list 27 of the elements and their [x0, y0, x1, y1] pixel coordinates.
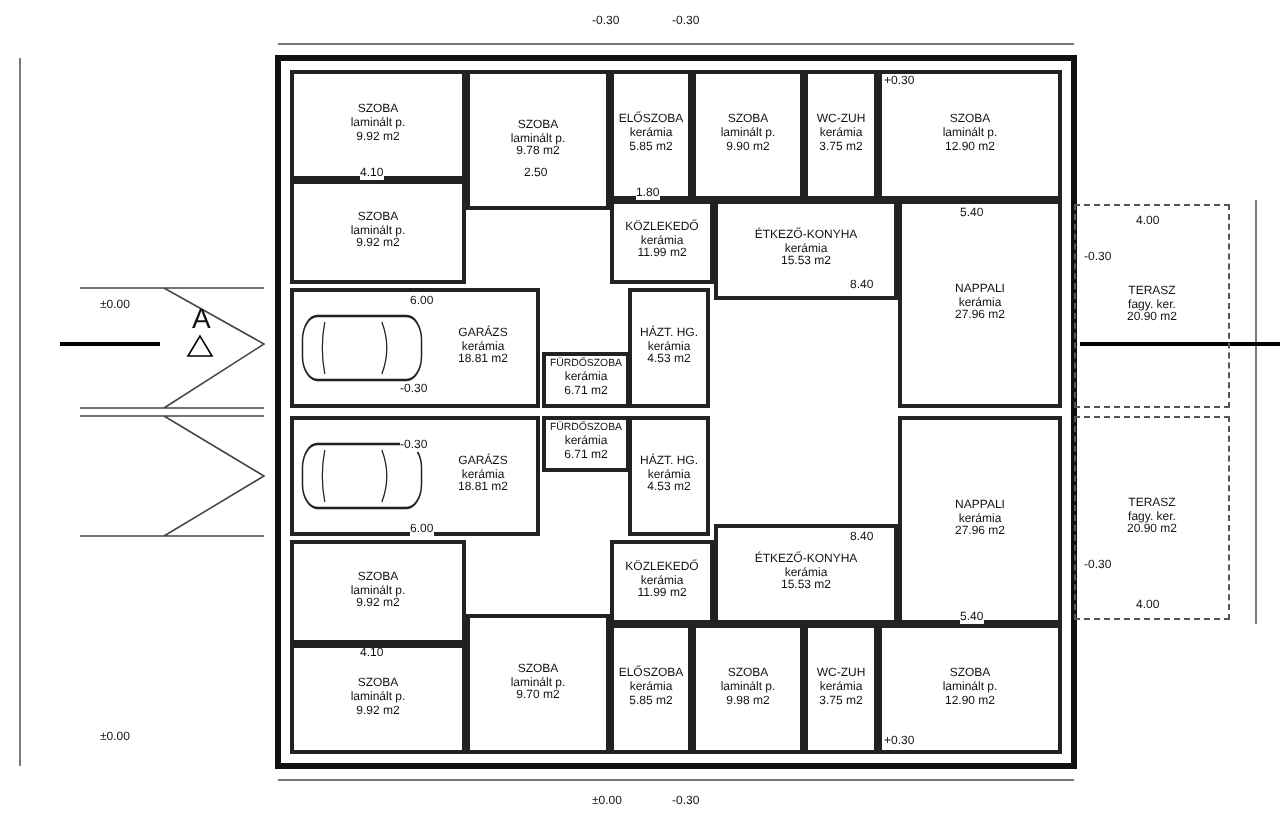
room-outline	[542, 352, 630, 408]
room-outline	[804, 624, 878, 754]
room-outline	[466, 70, 610, 210]
room-outline	[628, 416, 710, 536]
room-outline	[804, 70, 878, 200]
room-outline	[610, 540, 714, 624]
room-outline	[542, 416, 630, 472]
room-outline	[290, 644, 466, 754]
room-outline	[878, 70, 1062, 200]
room-outline	[290, 70, 466, 180]
room-outline	[898, 416, 1062, 624]
room-outline	[290, 540, 466, 644]
room-outline	[898, 200, 1062, 408]
room-outline	[610, 200, 714, 284]
room-outline	[290, 416, 540, 536]
room-outline	[466, 614, 610, 754]
room-outline	[610, 70, 692, 200]
section-mark: A	[192, 304, 211, 332]
room-outline	[628, 288, 710, 408]
room-outline	[692, 70, 804, 200]
room-outline	[610, 624, 692, 754]
room-outline	[878, 624, 1062, 754]
room-outline	[714, 524, 898, 624]
room-outline	[714, 200, 898, 300]
room-outline	[290, 288, 540, 408]
room-outline	[692, 624, 804, 754]
room-outline	[290, 180, 466, 284]
